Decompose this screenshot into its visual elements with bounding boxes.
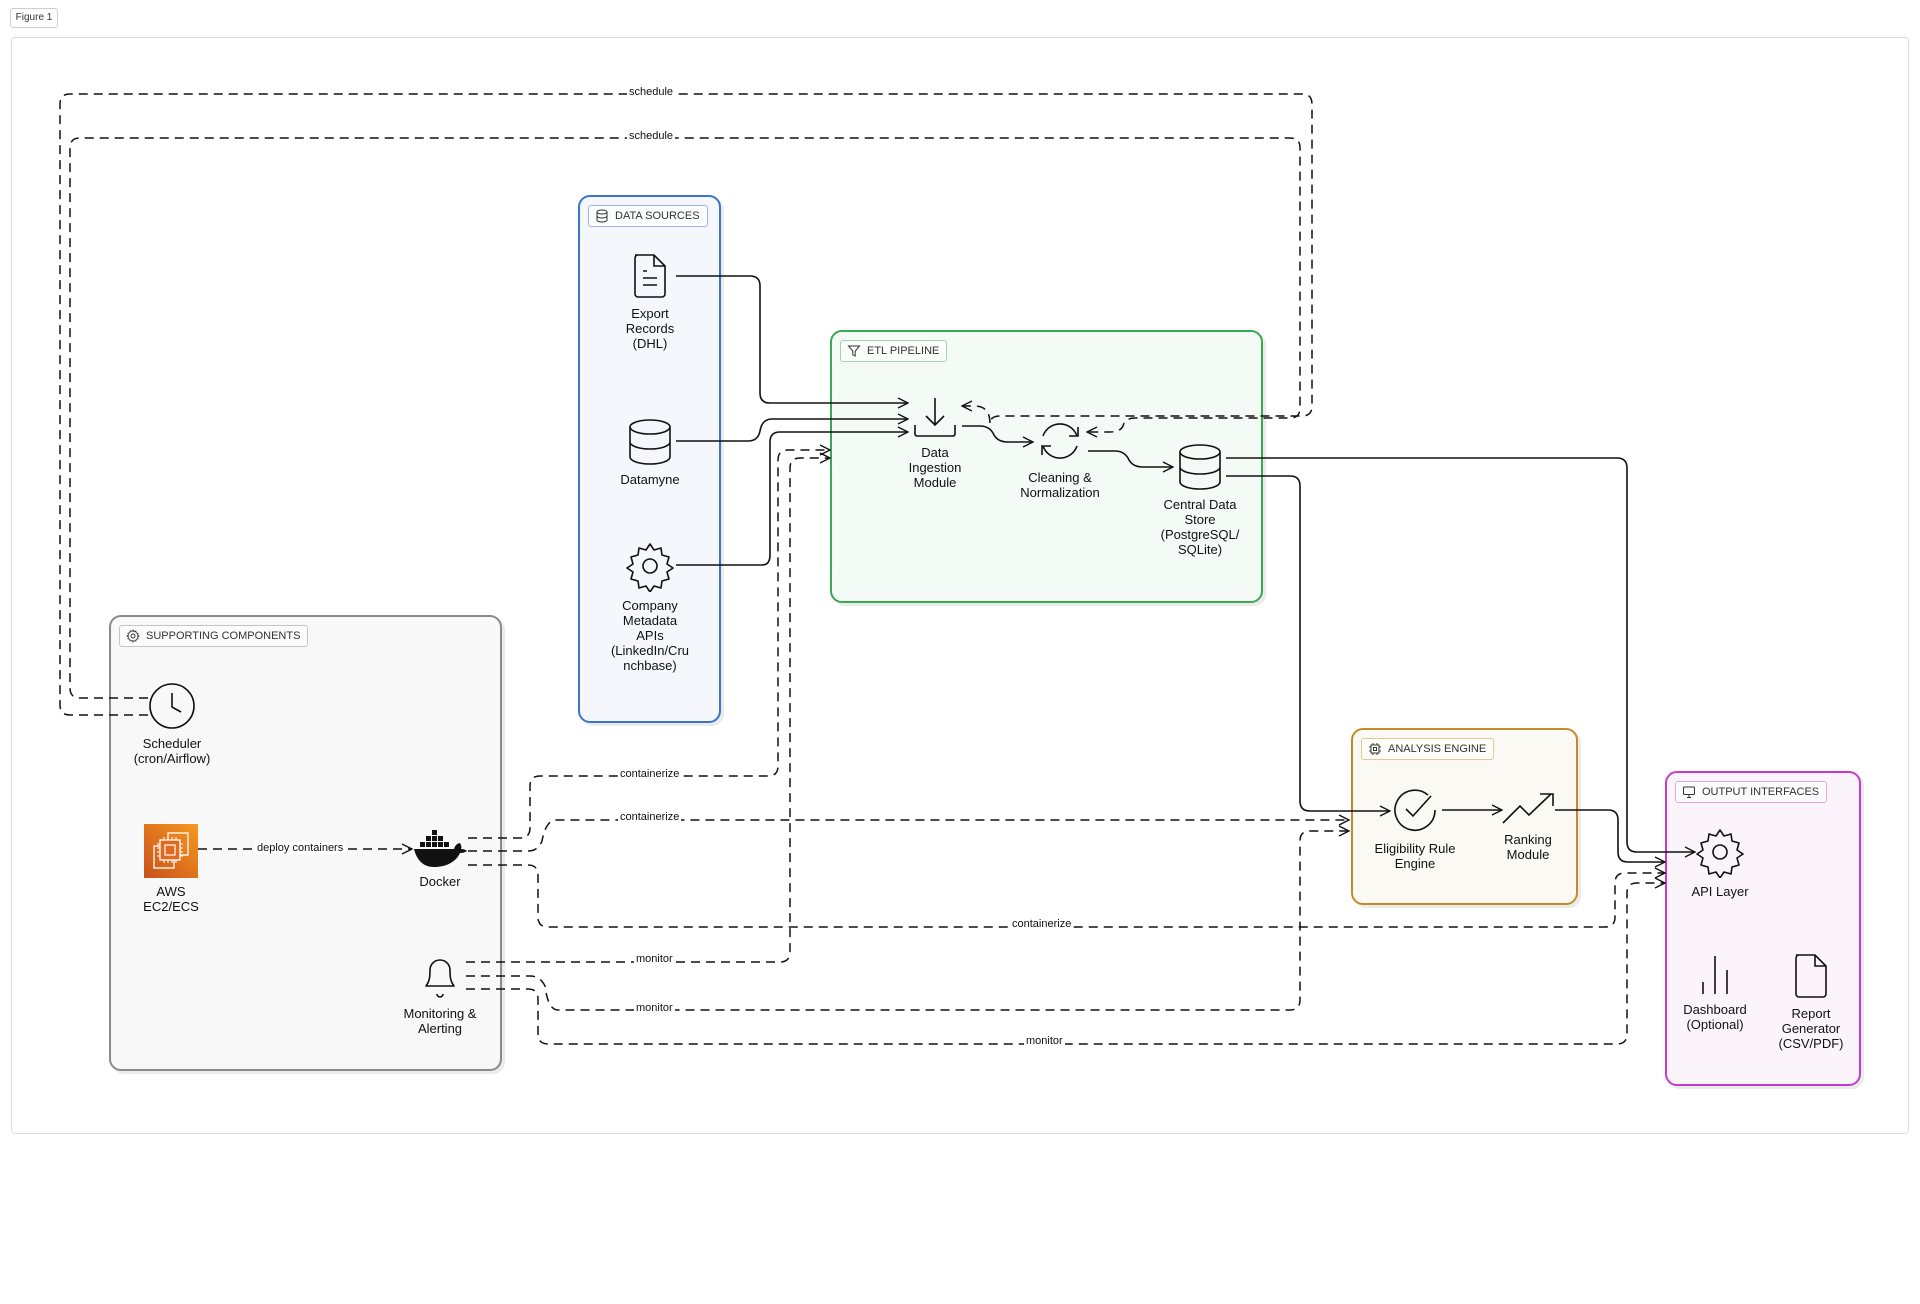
node-label: Export Records (DHL) <box>625 306 675 351</box>
edge-monitoring-to-ingestion <box>466 458 830 963</box>
group-header-data-sources: DATA SOURCES <box>588 205 708 227</box>
node-cleaning-normalization[interactable]: Cleaning & Normalization <box>1000 418 1120 500</box>
gear-icon <box>626 543 674 592</box>
edge-label-monitor: monitor <box>634 953 675 965</box>
node-ranking-module[interactable]: Ranking Module <box>1488 790 1568 862</box>
refresh-icon <box>1041 423 1079 459</box>
node-aws-ec2-ecs[interactable]: AWS EC2/ECS <box>126 824 216 914</box>
node-label: Data Ingestion Module <box>908 445 962 490</box>
node-label: Dashboard (Optional) <box>1683 1002 1747 1032</box>
node-api-layer[interactable]: API Layer <box>1670 826 1770 899</box>
node-label: Eligibility Rule Engine <box>1374 841 1456 871</box>
node-monitoring-alerting[interactable]: Monitoring & Alerting <box>390 950 490 1036</box>
edge-label-deploy-containers: deploy containers <box>255 842 346 854</box>
group-title: OUTPUT INTERFACES <box>1702 786 1820 798</box>
edge-label-schedule: schedule <box>627 86 676 98</box>
group-header-etl-pipeline: ETL PIPELINE <box>840 340 948 362</box>
aws-ec2-icon <box>144 824 198 878</box>
node-label: AWS EC2/ECS <box>143 884 199 914</box>
clock-icon <box>149 683 195 729</box>
node-scheduler[interactable]: Scheduler (cron/Airflow) <box>112 682 232 766</box>
edge-docker-to-api <box>468 864 1665 928</box>
group-title: ETL PIPELINE <box>867 345 940 357</box>
edge-monitoring-to-api <box>466 883 1665 1045</box>
gear-icon <box>126 629 140 643</box>
gear-icon <box>1696 829 1744 878</box>
group-header-output: OUTPUT INTERFACES <box>1675 781 1828 803</box>
edge-ingestion-to-cleaning <box>962 425 1033 442</box>
edge-datamyne-to-ingestion <box>676 419 908 442</box>
node-export-records[interactable]: Export Records (DHL) <box>600 252 700 351</box>
database-icon <box>629 419 671 465</box>
edge-label-monitor: monitor <box>1024 1035 1065 1047</box>
bar-chart-icon <box>1702 956 1728 994</box>
check-circle-icon <box>1394 789 1436 831</box>
cpu-icon <box>1369 743 1381 755</box>
group-title: DATA SOURCES <box>615 210 700 222</box>
edge-monitoring-to-eligibility <box>466 831 1349 1011</box>
edge-scheduler-to-cleaning <box>69 137 1301 699</box>
group-header-supporting: SUPPORTING COMPONENTS <box>119 625 309 647</box>
figure-label[interactable]: Figure 1 <box>10 8 58 28</box>
node-label: Cleaning & Normalization <box>1020 470 1100 500</box>
edge-export-to-ingestion <box>676 275 908 403</box>
bell-icon <box>425 959 455 998</box>
group-etl-pipeline: ETL PIPELINE <box>830 330 1263 603</box>
node-label: Scheduler (cron/Airflow) <box>133 736 211 766</box>
download-icon <box>914 398 956 437</box>
edge-scheduler-to-ingestion <box>59 93 1313 716</box>
node-dashboard[interactable]: Dashboard (Optional) <box>1670 952 1760 1032</box>
monitor-icon <box>1683 786 1695 798</box>
trend-up-icon <box>1502 793 1554 824</box>
edge-label-monitor: monitor <box>634 1002 675 1014</box>
node-label: Docker <box>419 874 461 889</box>
group-title: SUPPORTING COMPONENTS <box>146 630 301 642</box>
group-data-sources: DATA SOURCES <box>578 195 721 723</box>
group-output-interfaces: OUTPUT INTERFACES <box>1665 771 1861 1086</box>
edge-label-containerize: containerize <box>1010 918 1074 930</box>
node-report-generator[interactable]: Report Generator (CSV/PDF) <box>1768 952 1854 1051</box>
edge-ranking-to-api <box>1555 809 1665 862</box>
node-label: Datamyne <box>620 472 680 487</box>
node-label: Monitoring & Alerting <box>403 1006 477 1036</box>
node-datamyne[interactable]: Datamyne <box>600 418 700 487</box>
node-eligibility-rule-engine[interactable]: Eligibility Rule Engine <box>1360 785 1470 871</box>
node-label: Company Metadata APIs (LinkedIn/Cru nchb… <box>610 598 690 673</box>
edge-label-containerize: containerize <box>618 811 682 823</box>
file-icon <box>1795 954 1827 998</box>
node-label: Ranking Module <box>1504 832 1552 862</box>
edge-cleaning-to-store <box>1088 450 1173 467</box>
filter-icon <box>847 345 861 357</box>
edge-apis-to-ingestion <box>676 432 908 566</box>
docker-icon <box>414 830 467 867</box>
node-docker[interactable]: Docker <box>400 828 480 889</box>
group-header-analysis: ANALYSIS ENGINE <box>1361 738 1495 760</box>
edge-store-to-api <box>1226 457 1695 852</box>
node-company-metadata-apis[interactable]: Company Metadata APIs (LinkedIn/Cru nchb… <box>600 540 700 673</box>
edge-store-to-eligibility <box>1226 475 1390 811</box>
document-icon <box>634 254 666 298</box>
database-icon <box>1179 444 1221 490</box>
database-icon <box>596 209 608 223</box>
edge-label-containerize: containerize <box>618 768 682 780</box>
node-label: API Layer <box>1691 884 1749 899</box>
node-label: Report Generator (CSV/PDF) <box>1778 1006 1844 1051</box>
node-label: Central Data Store (PostgreSQL/ SQLite) <box>1160 497 1240 557</box>
node-data-ingestion[interactable]: Data Ingestion Module <box>885 395 985 490</box>
edge-label-schedule: schedule <box>627 130 676 142</box>
edge-docker-to-eligibility <box>468 820 1349 852</box>
node-central-data-store[interactable]: Central Data Store (PostgreSQL/ SQLite) <box>1145 443 1255 557</box>
group-title: ANALYSIS ENGINE <box>1388 743 1487 755</box>
